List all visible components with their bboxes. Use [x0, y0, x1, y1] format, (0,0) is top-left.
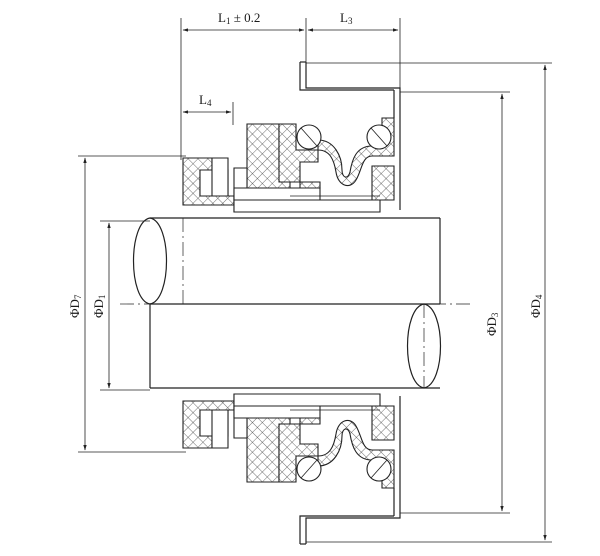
label-l4: L4	[199, 92, 212, 108]
label-l1: L1 ± 0.2	[218, 10, 260, 26]
dimension-lines	[78, 18, 552, 543]
seat-housing	[299, 61, 401, 545]
label-d7: ΦD7	[67, 294, 83, 318]
upper-seal-section	[182, 117, 395, 213]
label-d3: ΦD3	[484, 312, 500, 336]
label-l3: L3	[340, 10, 353, 26]
lower-seal-section	[182, 393, 395, 489]
label-d1: ΦD1	[91, 295, 107, 318]
dimension-labels: L1 ± 0.2 L3 L4 ΦD7 ΦD1 ΦD3 ΦD4	[67, 10, 544, 336]
shaft	[120, 217, 470, 389]
label-d4: ΦD4	[528, 294, 544, 318]
